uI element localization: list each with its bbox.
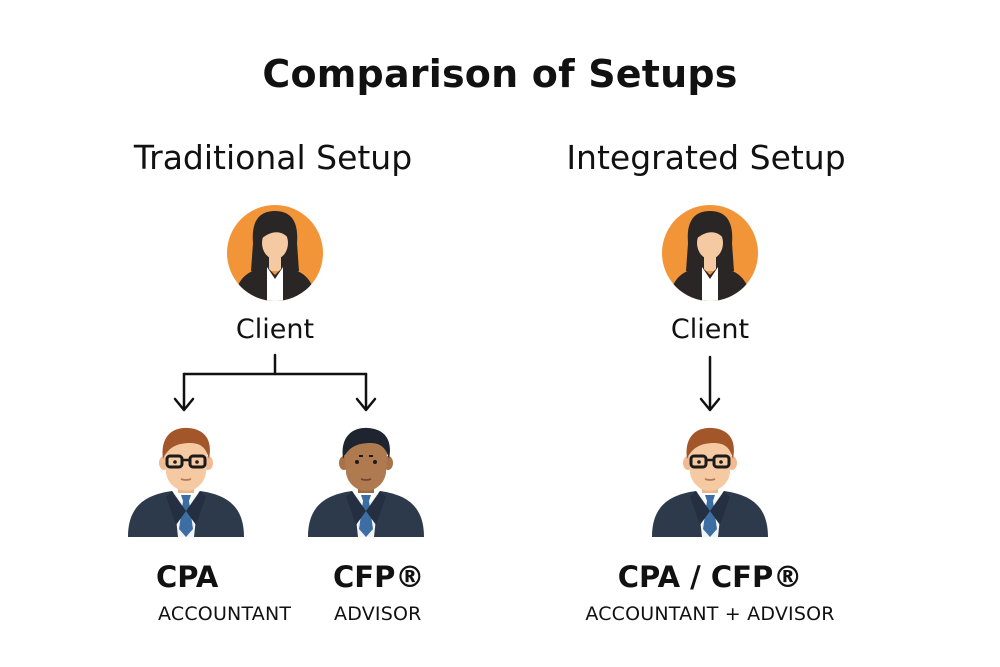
cpa-subtitle: ACCOUNTANT	[158, 603, 292, 625]
cpa-professional-avatar-icon	[126, 426, 246, 539]
cfp-advisor-avatar-icon	[307, 426, 425, 538]
traditional-branch-connector	[182, 353, 368, 411]
cpa-role-label: CPA	[156, 560, 219, 594]
combined-professional-avatar-icon	[650, 426, 770, 539]
integrated-client-label: Client	[670, 314, 750, 345]
arrow-down-icon	[173, 397, 195, 412]
diagram-title: Comparison of Setups	[262, 52, 738, 96]
integrated-arrow-connector	[699, 355, 721, 412]
cfp-role-label: CFP®	[333, 560, 425, 594]
integrated-setup-heading: Integrated Setup	[566, 138, 846, 177]
combined-subtitle: ACCOUNTANT + ADVISOR	[585, 603, 835, 625]
arrow-down-icon	[355, 397, 377, 412]
traditional-client-label: Client	[235, 314, 315, 345]
combined-role-label: CPA / CFP®	[617, 560, 803, 594]
traditional-client-avatar-icon	[227, 205, 323, 301]
cfp-subtitle: ADVISOR	[334, 603, 422, 625]
integrated-client-avatar-icon	[662, 205, 758, 301]
traditional-setup-heading: Traditional Setup	[133, 138, 413, 177]
